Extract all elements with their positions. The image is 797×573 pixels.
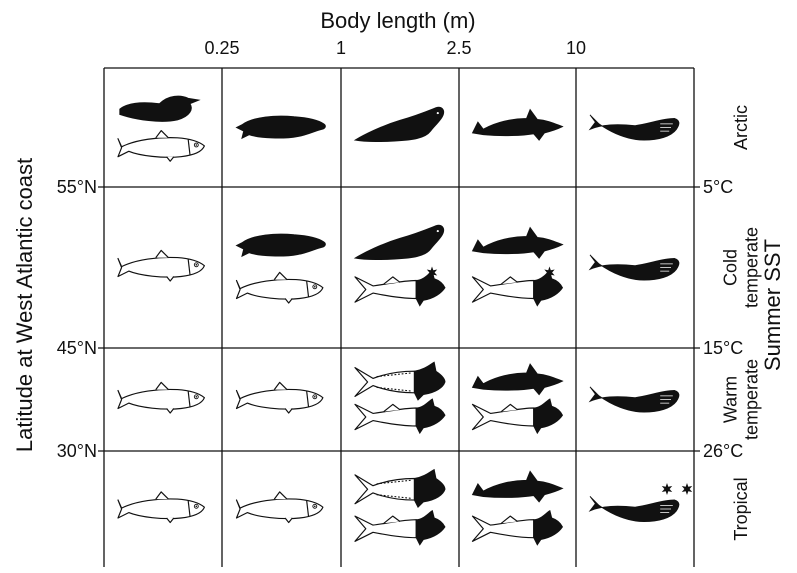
fish-silhouette xyxy=(118,131,204,162)
whale-silhouette xyxy=(590,496,679,521)
fish-silhouette xyxy=(118,250,204,281)
zone-label-line: Warm xyxy=(721,376,741,423)
sst-tick-5c: 5°C xyxy=(703,177,733,197)
whale-silhouette xyxy=(590,387,679,412)
fish-silhouette xyxy=(237,382,323,413)
length-tick-10: 10 xyxy=(566,38,586,58)
zone-label-line: Arctic xyxy=(731,105,751,150)
length-tick-0.25: 0.25 xyxy=(204,38,239,58)
fish-silhouette xyxy=(118,382,204,413)
latitude-tick-30n: 30°N xyxy=(57,441,97,461)
shark-silhouette xyxy=(355,399,445,433)
walrus-silhouette xyxy=(355,107,444,141)
dolphin-silhouette xyxy=(473,228,563,259)
seal-silhouette xyxy=(237,116,326,138)
shark-silhouette xyxy=(473,511,563,545)
asterisk-marker-0 xyxy=(662,483,672,495)
asterisk-marker-1 xyxy=(682,483,692,495)
bird-silhouette xyxy=(120,96,199,121)
tuna-silhouette xyxy=(355,362,445,400)
whale-silhouette xyxy=(590,255,679,280)
fish-silhouette xyxy=(237,272,323,303)
latitude-tick-labels: 55°N 45°N 30°N xyxy=(57,177,97,461)
shark-silhouette xyxy=(473,399,563,433)
dolphin-silhouette xyxy=(473,110,563,141)
fish-silhouette xyxy=(118,492,204,523)
whale-silhouette xyxy=(590,115,679,140)
tuna-silhouette xyxy=(355,470,445,508)
zone-label-line: temperate xyxy=(742,227,762,308)
dolphin-silhouette xyxy=(473,364,563,395)
y-axis-title-right: Summer SST xyxy=(760,239,785,371)
x-axis-title: Body length (m) xyxy=(320,8,475,33)
shark-silhouette xyxy=(355,511,445,545)
latitude-tick-55n: 55°N xyxy=(57,177,97,197)
dolphin-silhouette xyxy=(473,471,563,502)
zone-label-line: Tropical xyxy=(731,477,751,540)
length-tick-labels: 0.25 1 2.5 10 xyxy=(204,38,586,58)
animal-silhouettes xyxy=(118,96,692,545)
latitude-tick-45n: 45°N xyxy=(57,338,97,358)
sst-tick-26c: 26°C xyxy=(703,441,743,461)
length-tick-2.5: 2.5 xyxy=(446,38,471,58)
zone-label-line: Cold xyxy=(721,249,741,286)
seal-silhouette xyxy=(237,234,326,256)
zone-label-line: temperate xyxy=(742,359,762,440)
y-axis-title-left: Latitude at West Atlantic coast xyxy=(12,158,37,452)
fish-silhouette xyxy=(237,492,323,523)
length-tick-1: 1 xyxy=(336,38,346,58)
zone-label-0: Arctic xyxy=(731,105,751,150)
sst-tick-15c: 15°C xyxy=(703,338,743,358)
zone-label-3: Tropical xyxy=(731,477,751,540)
walrus-silhouette xyxy=(355,225,444,259)
